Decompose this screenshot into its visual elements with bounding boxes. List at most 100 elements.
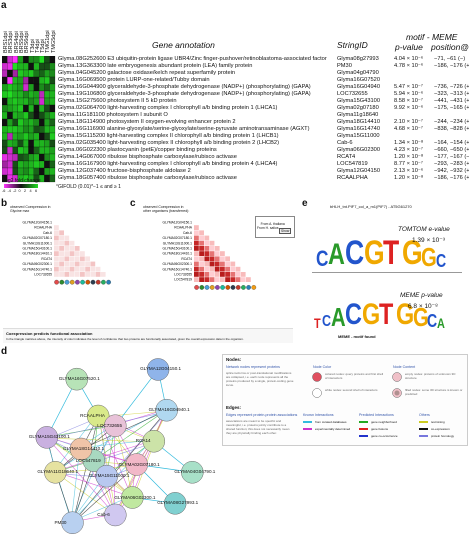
b-matrix-cell — [74, 261, 80, 267]
b-matrix-cell — [74, 240, 80, 246]
pvalue-cell: 9.92 × 10⁻⁶ — [394, 105, 424, 111]
tooltip-show-button[interactable]: Show — [279, 228, 292, 234]
network-node[interactable] — [181, 461, 204, 484]
network-node[interactable] — [125, 453, 148, 476]
c-matrix-cell — [225, 272, 230, 277]
c-matrix-cell — [194, 256, 199, 262]
gene-row: Glyma.13G363300 late embryogenesis abund… — [58, 63, 469, 70]
c-matrix-cell — [194, 230, 199, 236]
stringid-cell: LOC732655 — [337, 91, 368, 97]
b-matrix-cell — [74, 266, 80, 272]
heatmap-cell — [12, 76, 19, 85]
heatmap-cell — [38, 167, 45, 176]
stringid-cell: Glyma16G07520 — [337, 77, 380, 83]
panel-a-letter: a — [1, 0, 7, 11]
stringid-cell: Glyma16G04940 — [337, 84, 380, 90]
network-node[interactable] — [44, 461, 67, 484]
b-protein-bubble — [80, 279, 85, 285]
b-matrix-cell — [64, 235, 70, 241]
b-matrix-cell — [64, 266, 70, 272]
heatmap-cell — [49, 153, 56, 162]
network-node[interactable] — [65, 367, 89, 391]
network-node-label: GLYMA06G02300.1 — [114, 494, 156, 500]
b-protein-bubble — [90, 279, 96, 285]
legend-colored-nodes: colored nodes: query proteins and first … — [325, 372, 384, 380]
b-gene-label: GLYMA02G07180.1 — [23, 236, 53, 240]
c-matrix-cell — [220, 251, 225, 256]
b-matrix-cell — [85, 266, 90, 272]
c-matrix-cell — [209, 277, 215, 282]
c-matrix-cell — [235, 272, 241, 277]
motif-letter-t: T — [378, 298, 394, 331]
motif-letter-c: C — [345, 298, 363, 331]
panel-b-header: observed Coexpression in Glycine max — [10, 205, 51, 213]
network-node[interactable] — [61, 511, 84, 534]
tomtom-label: TOMTOM e-value — [398, 226, 450, 233]
c-matrix-cell — [204, 272, 210, 277]
heatmap-cell — [49, 97, 56, 106]
heatmap-cell — [23, 125, 29, 134]
heatmap-cell — [44, 125, 50, 134]
c-matrix-cell — [240, 272, 246, 277]
network-edge — [115, 369, 159, 426]
legend-neighborhood: gene neighborhood — [371, 420, 397, 424]
network-node[interactable] — [69, 437, 93, 461]
pvalue-cell: 1.20 × 10⁻⁸ — [394, 154, 424, 160]
position-cell: −177, −167 (−) — [434, 154, 469, 160]
gene-row: Glyma.06G022300 plastocyanin (petE)/copp… — [58, 147, 469, 154]
heatmap-cell — [7, 118, 13, 127]
gene-row: Glyma.18G114900 photosystem II oxygen-ev… — [58, 119, 469, 126]
legend-homology: protein homology — [431, 434, 455, 438]
gene-annotation-cell: Glyma.06G022300 plastocyanin (petE)/copp… — [58, 147, 217, 153]
heatmap-cell — [49, 90, 56, 99]
position-cell: −441, −431 (+) — [434, 98, 469, 104]
heatmap-cell — [7, 76, 13, 85]
b-matrix-cell — [59, 240, 64, 246]
network-node[interactable] — [142, 429, 166, 453]
c-protein-bubble — [241, 285, 246, 290]
c-matrix-cell — [204, 277, 210, 282]
network-node[interactable] — [95, 464, 118, 488]
c-matrix-cell — [220, 246, 225, 251]
c-matrix-cell — [199, 277, 204, 282]
b-matrix-cell — [95, 266, 101, 272]
network-node[interactable] — [163, 492, 187, 515]
position-cell: −164, −154 (+) — [434, 140, 469, 146]
network-node[interactable] — [86, 404, 110, 428]
network-node[interactable] — [104, 414, 127, 437]
gene-annotation-cell: Glyma.18G057400 ribulose bisphosphate ca… — [58, 175, 237, 181]
b-matrix-cell — [64, 256, 70, 262]
legend-experimental: experimentally determined — [315, 427, 351, 431]
c-matrix-cell — [246, 277, 251, 282]
stringid-cell: Glyma06G02300 — [337, 147, 380, 153]
network-node[interactable] — [104, 503, 127, 527]
scale-tick: -4 — [7, 189, 11, 193]
tooltip-box: From A. thaliana From H. sativa — [255, 216, 295, 238]
network-node[interactable] — [121, 486, 144, 509]
position-cell: −175, −165 (+) — [434, 105, 469, 111]
c-gene-label: Cab-6 — [183, 231, 192, 235]
heatmap-cell — [38, 56, 45, 64]
pvalue-cell: 4.23 × 10⁻⁷ — [394, 147, 423, 153]
network-node[interactable] — [35, 426, 59, 449]
c-protein-bubble — [209, 285, 215, 290]
b-matrix-cell — [59, 261, 64, 267]
b-gene-label: GLYMA13G11000.1 — [23, 241, 52, 245]
c-protein-bubble — [215, 285, 220, 290]
heatmap-cell — [28, 97, 34, 106]
heatmap-cell — [33, 118, 40, 127]
motif-letter-t: T — [383, 234, 400, 272]
b-matrix-cell — [64, 230, 70, 236]
c-matrix-cell — [220, 272, 225, 277]
heatmap-cell — [44, 69, 50, 78]
heatmap-cell — [12, 62, 19, 71]
c-matrix-cell — [204, 266, 210, 272]
network-node[interactable] — [146, 358, 170, 381]
network-node[interactable] — [155, 398, 178, 422]
network-node-label: GLYMA16G04940.1 — [148, 407, 190, 413]
motif-meme-header: motif - MEME — [406, 32, 458, 42]
gene-annotation-cell: Glyma.18G114900 photosystem II oxygen-ev… — [58, 119, 236, 125]
heatmap-cell — [17, 160, 24, 169]
network-node-label: GLYMA04G04790.1 — [174, 469, 216, 475]
stringid-cell: Glyma18G14410 — [337, 119, 380, 125]
